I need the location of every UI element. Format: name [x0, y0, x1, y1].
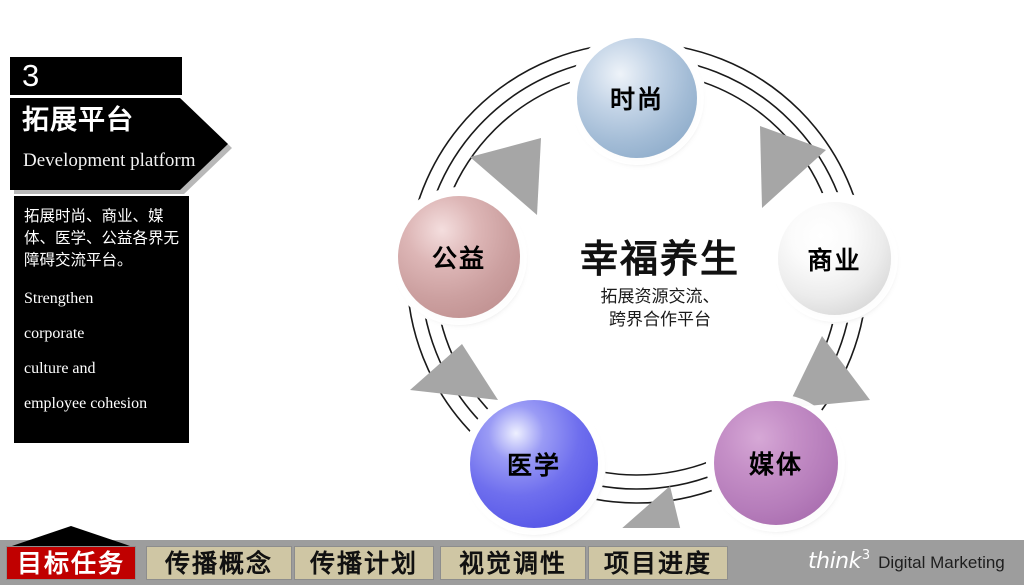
section-title-cn: 拓展平台 [22, 105, 134, 136]
tab-project-progress[interactable]: 项目进度 [588, 546, 728, 580]
description-en: Strengthen corporate culture and employe… [24, 281, 181, 421]
tab-communication-concept[interactable]: 传播概念 [146, 546, 292, 580]
description-en-line: Strengthen [24, 290, 94, 307]
description-en-line: culture and [24, 360, 96, 377]
center-subtitle-line1: 拓展资源交流、 [600, 287, 720, 307]
tab-target-task[interactable]: 目标任务 [6, 546, 136, 580]
node-label: 时尚 [609, 85, 664, 114]
logo-tagline: Digital Marketing [878, 553, 1005, 572]
diagram-center-text: 幸福养生 拓展资源交流、 跨界合作平台 [530, 236, 790, 332]
description-en-line: employee cohesion [24, 395, 148, 412]
center-title: 幸福养生 [579, 237, 740, 281]
active-tab-pointer-icon [6, 526, 136, 548]
node-business[interactable]: 商业 [778, 202, 891, 315]
node-label: 公益 [431, 244, 486, 273]
flow-arrow [410, 126, 870, 528]
section-title-banner: 拓展平台 Development platform [10, 98, 232, 194]
section-title-en: Development platform [23, 150, 196, 171]
node-label: 医学 [506, 451, 561, 480]
cycle-diagram: 时尚 商业 媒体 医学 公益 幸福养生 拓展资源交流、 跨界合作平台 [370, 18, 950, 528]
tab-communication-plan[interactable]: 传播计划 [294, 546, 434, 580]
node-label: 媒体 [748, 450, 803, 479]
logo-wordmark: think [808, 549, 861, 574]
node-label: 商业 [807, 245, 862, 275]
section-number: 3 [10, 57, 182, 95]
center-subtitle-line2: 跨界合作平台 [609, 310, 711, 330]
tab-visual-tone[interactable]: 视觉调性 [440, 546, 586, 580]
description-cn: 拓展时尚、商业、媒体、医学、公益各界无障碍交流平台。 [24, 207, 180, 269]
node-medicine[interactable]: 医学 [470, 400, 598, 528]
banner-background [10, 98, 228, 190]
description-box: 拓展时尚、商业、媒体、医学、公益各界无障碍交流平台。 Strengthen co… [14, 196, 189, 443]
section-header-panel: 3 拓展平台 Development platform 拓展时尚、商业、媒体、医… [10, 57, 240, 447]
brand-logo: think 3 Digital Marketing [808, 548, 1005, 577]
description-en-line: corporate [24, 325, 85, 342]
logo-superscript: 3 [861, 548, 871, 563]
node-fashion[interactable]: 时尚 [577, 38, 697, 158]
node-media[interactable]: 媒体 [714, 401, 838, 525]
node-welfare[interactable]: 公益 [398, 196, 520, 318]
